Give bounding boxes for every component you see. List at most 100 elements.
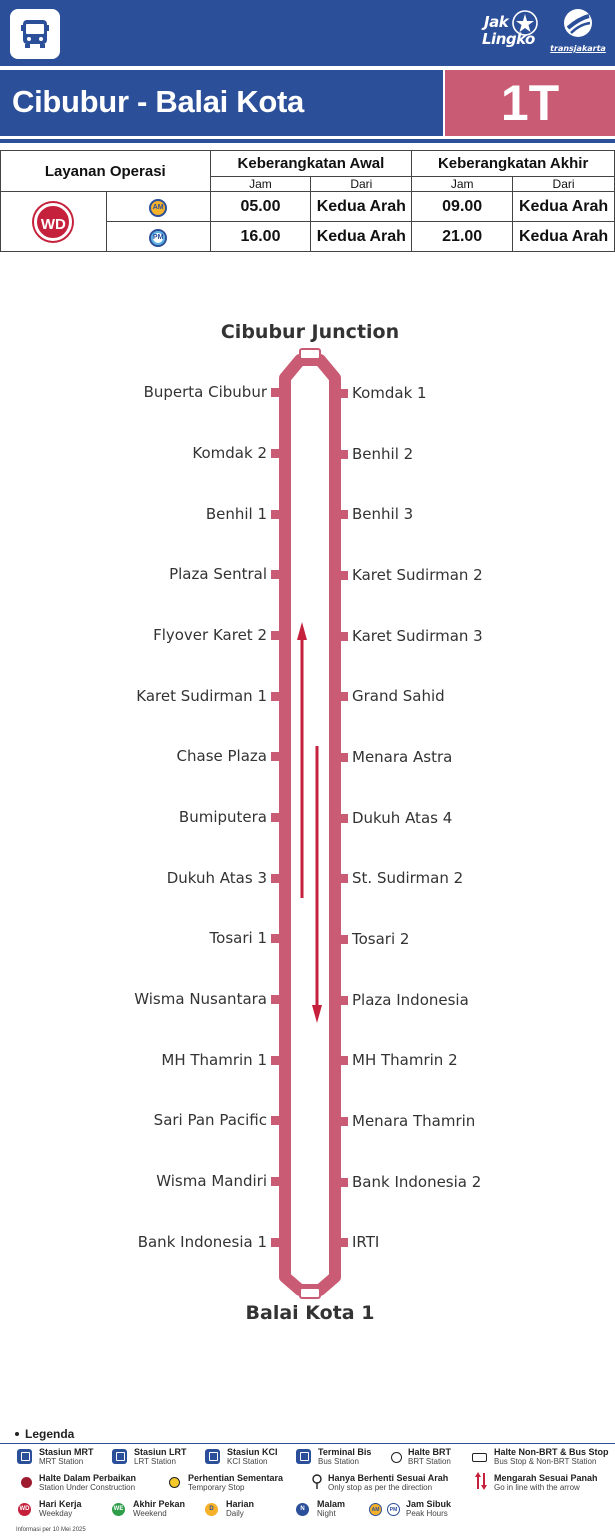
legend-item-label: Stasiun MRT <box>39 1447 94 1457</box>
stop-left: Bank Indonesia 1 <box>137 1233 267 1251</box>
legend-item-label: Halte BRT <box>408 1447 452 1457</box>
period-cell: PM <box>105 221 211 252</box>
header-bottom-line <box>0 139 615 143</box>
legend-item-sub: MRT Station <box>39 1457 84 1466</box>
legend-item-sub: Bus Station <box>318 1457 359 1466</box>
last-time-cell: 21.00 <box>411 221 514 252</box>
stop-left: Flyover Karet 2 <box>153 626 267 644</box>
pm-peak-icon: PM <box>386 1502 401 1517</box>
transjakarta-logo-text: transjakarta <box>550 44 606 53</box>
stop-left: Wisma Mandiri <box>156 1172 267 1190</box>
legend-item-sub: Go in line with the arrow <box>494 1483 580 1492</box>
legend-item-label: Terminal Bis <box>318 1447 372 1457</box>
stop-right: IRTI <box>352 1233 380 1251</box>
night-icon: N <box>295 1502 310 1517</box>
stop-marker <box>339 1238 348 1247</box>
brt-station-icon <box>389 1450 404 1465</box>
col-first-header: Keberangkatan Awal <box>209 150 413 177</box>
stop-marker <box>339 1056 348 1065</box>
terminal-end-stop <box>299 1287 321 1299</box>
lrt-station-icon <box>112 1449 127 1464</box>
weekday-icon-label: WD <box>18 1503 31 1516</box>
transjakarta-swirl-icon <box>564 9 592 37</box>
legend-item-sub: Weekday <box>39 1509 73 1518</box>
legend-item-label: Jam Sibuk <box>406 1499 452 1509</box>
stop-marker <box>271 752 280 761</box>
legend-item-label: Hari Kerja <box>39 1499 82 1509</box>
jaklingko-logo-line1: Jak <box>484 13 509 31</box>
stop-marker <box>339 450 348 459</box>
stop-marker <box>271 995 280 1004</box>
stop-marker <box>339 996 348 1005</box>
legend-item-sub: Only stop as per the direction <box>328 1483 433 1492</box>
stop-marker <box>339 510 348 519</box>
route-loop-line <box>279 354 341 1296</box>
stop-left: Tosari 1 <box>209 929 267 947</box>
stop-left: Buperta Cibubur <box>143 383 267 401</box>
stop-left: Karet Sudirman 1 <box>136 687 267 705</box>
route-loop-diagram <box>279 348 341 1299</box>
stop-right: Bank Indonesia 2 <box>352 1173 482 1191</box>
legend-item-label: Akhir Pekan <box>133 1499 186 1509</box>
stop-right: MH Thamrin 2 <box>352 1051 458 1069</box>
info-date-footnote: Informasi per 10 Mei 2025 <box>16 1527 86 1533</box>
legend-item-label: Malam <box>317 1499 346 1509</box>
stop-marker <box>271 813 280 822</box>
legend-item-label: Stasiun LRT <box>134 1447 187 1457</box>
stop-marker <box>339 1117 348 1126</box>
stop-right: St. Sudirman 2 <box>352 869 464 887</box>
stop-marker <box>271 1177 280 1186</box>
col-last-header: Keberangkatan Akhir <box>411 150 615 177</box>
southbound-arrow-head <box>312 1005 322 1023</box>
stop-marker <box>271 449 280 458</box>
stop-right: Dukuh Atas 4 <box>352 809 453 827</box>
legend-item-sub: Peak Hours <box>406 1509 448 1518</box>
stop-marker <box>339 753 348 762</box>
stop-marker <box>339 389 348 398</box>
first-from-cell: Kedua Arah <box>310 191 413 222</box>
stop-left: MH Thamrin 1 <box>161 1051 267 1069</box>
stop-marker <box>339 1178 348 1187</box>
stop-marker <box>271 1116 280 1125</box>
last-from-cell: Kedua Arah <box>512 191 615 222</box>
stop-marker <box>339 874 348 883</box>
stop-right: Menara Thamrin <box>352 1112 476 1130</box>
stop-right: Plaza Indonesia <box>352 991 469 1009</box>
legend-divider <box>0 1443 615 1444</box>
stop-right: Komdak 1 <box>352 384 427 402</box>
legend-item-label: Halte Non-BRT & Bus Stop <box>494 1447 609 1457</box>
bus-terminal-icon <box>296 1449 311 1464</box>
legend-item-label: Harian <box>226 1499 255 1509</box>
direction-arrow-icon <box>473 1471 488 1490</box>
under-construction-icon <box>19 1475 34 1490</box>
legend-item-label: Perhentian Sementara <box>188 1473 284 1483</box>
terminal-end-label: Balai Kota 1 <box>245 1302 375 1324</box>
stop-marker <box>339 571 348 580</box>
legend-item-sub: KCI Station <box>227 1457 268 1466</box>
weekday-badge-icon: WD <box>34 202 73 241</box>
legend-item-sub: Weekend <box>133 1509 167 1518</box>
stop-marker <box>339 935 348 944</box>
legend-item-label: Stasiun KCI <box>227 1447 278 1457</box>
stop-marker <box>271 692 280 701</box>
stop-left: Plaza Sentral <box>169 565 267 583</box>
legend-item-sub: Bus Stop & Non-BRT Station <box>494 1457 597 1466</box>
route-title-bar <box>0 70 443 136</box>
weekday-icon: WD <box>17 1502 32 1517</box>
stop-marker <box>271 570 280 579</box>
weekend-icon-label: WE <box>112 1503 125 1516</box>
am-badge-icon: AM <box>149 199 168 217</box>
stop-left: Wisma Nusantara <box>134 990 267 1008</box>
